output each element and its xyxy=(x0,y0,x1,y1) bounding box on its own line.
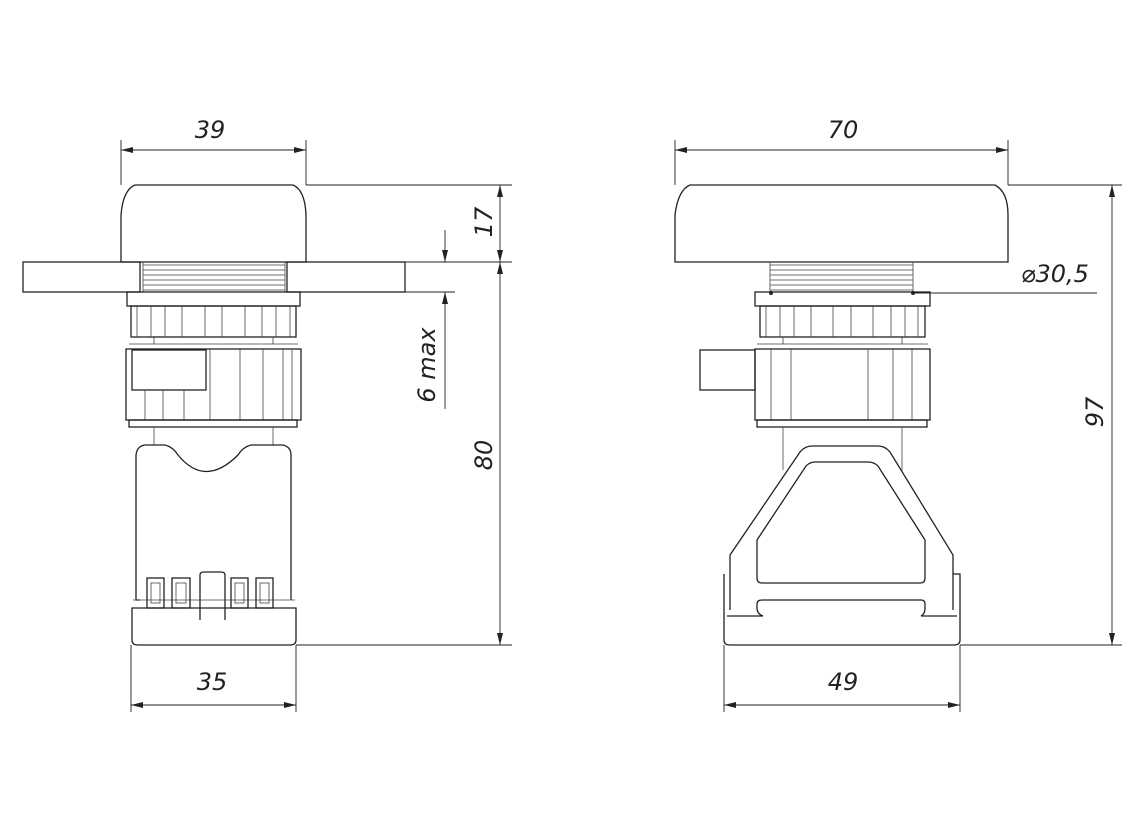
dimension-49: 49 xyxy=(723,645,961,712)
button-cap xyxy=(674,184,1009,263)
dimension-17: 17 xyxy=(306,184,512,293)
contact-ring xyxy=(125,348,302,445)
button-cap xyxy=(120,184,307,263)
locking-nut xyxy=(754,291,931,345)
thread xyxy=(769,262,915,295)
dimension-6-max: 6 max xyxy=(413,230,448,409)
dimension-97: 97 xyxy=(960,184,1122,646)
dim-base-width-label: 49 xyxy=(828,668,859,696)
dimension-70: 70 xyxy=(674,116,1009,185)
dim-body-width-label: 35 xyxy=(197,668,228,696)
front-view: 39 17 6 max 80 35 xyxy=(22,116,512,712)
dim-thread-diameter-label: ⌀30,5 xyxy=(1021,260,1089,288)
thread xyxy=(142,262,286,292)
contact-block xyxy=(131,444,297,646)
dimension-80: 80 xyxy=(296,262,512,646)
dim-body-height-label: 80 xyxy=(470,440,498,471)
contact-block-bracket xyxy=(723,445,961,646)
dim-total-height-label: 97 xyxy=(1081,396,1109,427)
dimension-35: 35 xyxy=(130,645,297,712)
mounting-panel xyxy=(22,261,406,293)
dimension-thread-diameter: ⌀30,5 xyxy=(913,260,1097,294)
side-view: 70 ⌀30,5 97 49 xyxy=(674,116,1122,712)
dimension-39: 39 xyxy=(120,116,307,185)
dim-panel-thickness-label: 6 max xyxy=(413,327,441,403)
dim-cap-width-label: 70 xyxy=(828,116,859,144)
locking-nut xyxy=(126,291,301,345)
dim-cap-height-label: 17 xyxy=(470,206,498,237)
terminal-screws xyxy=(146,577,274,609)
contact-ring xyxy=(699,348,931,470)
dim-cap-width-label: 39 xyxy=(195,116,226,144)
